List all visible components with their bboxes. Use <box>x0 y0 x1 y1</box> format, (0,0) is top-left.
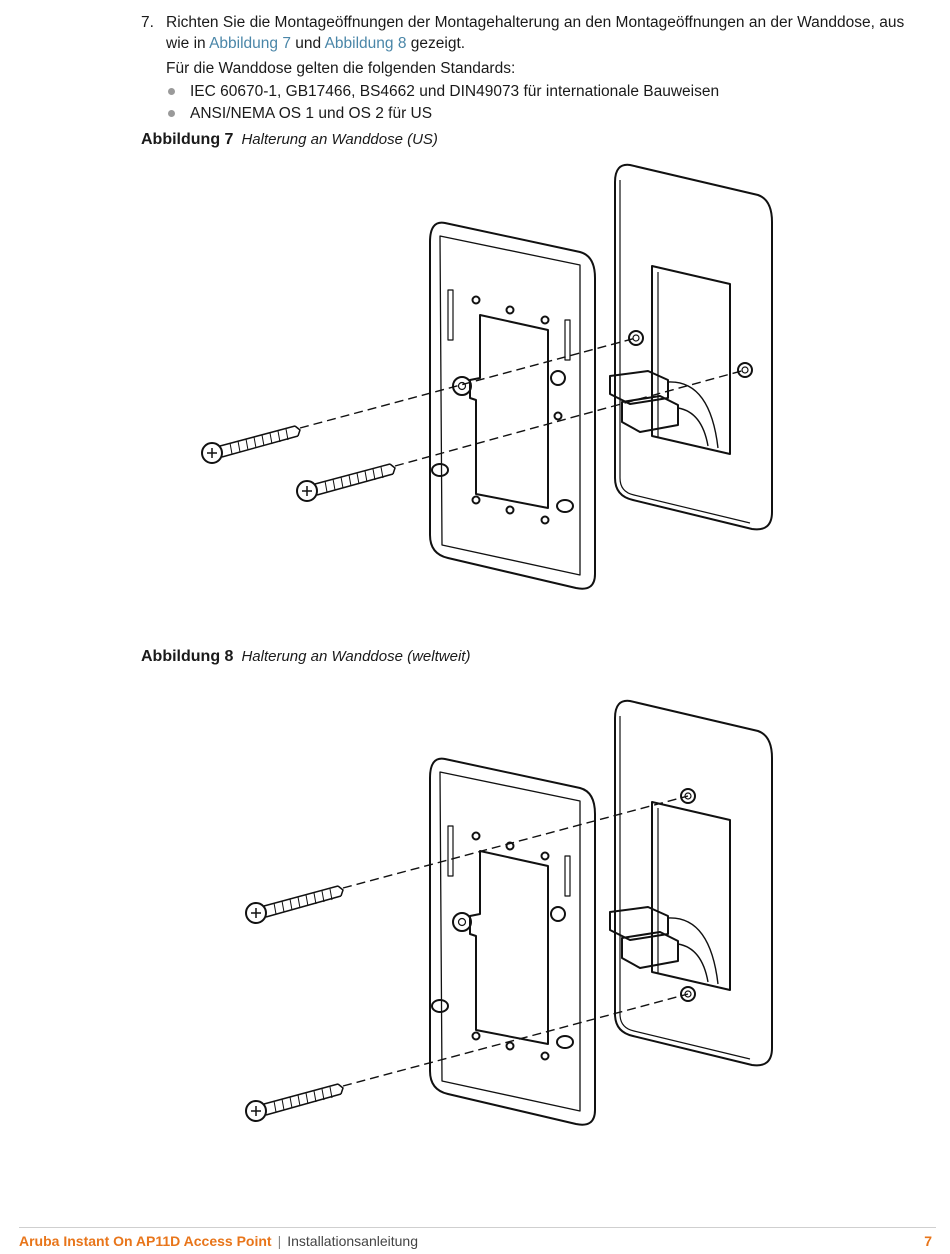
screw-lower <box>245 1083 344 1122</box>
wall-plate <box>614 699 773 1067</box>
screw-hole <box>680 788 696 804</box>
box-opening <box>651 265 731 455</box>
figure-title: Halterung an Wanddose (US) <box>241 131 438 148</box>
screw-right <box>296 463 396 502</box>
page-footer: Aruba Instant On AP11D Access Point | Inst… <box>19 1227 936 1249</box>
page-number: 7 <box>924 1233 932 1249</box>
screw-hole <box>628 330 644 346</box>
mounting-bracket <box>429 757 596 1126</box>
figure-label: Abbildung 7 <box>141 131 234 148</box>
figure-7-caption: Abbildung 7 Halterung an Wanddose (US) <box>141 131 438 149</box>
installation-step: 7. Richten Sie die Montageöffnungen der … <box>141 12 921 125</box>
bullet-icon <box>168 110 175 117</box>
mounting-bracket <box>429 221 596 590</box>
screw-hole <box>680 986 696 1002</box>
screw-upper <box>245 885 344 924</box>
standards-list: IEC 60670-1, GB17466, BS4662 und DIN4907… <box>166 81 921 124</box>
bracket-window <box>469 850 549 1045</box>
figure-7-link[interactable]: Abbildung 7 <box>209 35 291 52</box>
network-connector <box>609 370 669 405</box>
screw-hole <box>737 362 753 378</box>
footer-separator: | <box>277 1233 282 1249</box>
footer-product: Aruba Instant On AP11D Access Point <box>19 1233 272 1249</box>
step-number: 7. <box>141 14 154 31</box>
wall-plate <box>614 163 773 531</box>
step-text-end: gezeigt. <box>406 35 466 52</box>
figure-8-caption: Abbildung 8 Halterung an Wanddose (weltwe… <box>141 648 470 666</box>
step-text-mid: und <box>290 35 325 52</box>
list-item: ANSI/NEMA OS 1 und OS 2 für US <box>166 103 921 124</box>
wallbox-worldwide-illustration <box>245 699 773 1126</box>
figure-title: Halterung an Wanddose (weltweit) <box>241 648 471 665</box>
box-opening <box>651 801 731 991</box>
screw-left <box>201 425 301 464</box>
figure-8-link[interactable]: Abbildung 8 <box>324 35 407 52</box>
standard-international: IEC 60670-1, GB17466, BS4662 und DIN4907… <box>190 83 720 100</box>
standard-us: ANSI/NEMA OS 1 und OS 2 für US <box>190 105 433 122</box>
standards-intro: Für die Wanddose gelten die folgenden St… <box>166 60 516 77</box>
list-item: IEC 60670-1, GB17466, BS4662 und DIN4907… <box>166 81 921 102</box>
network-connector <box>609 906 669 941</box>
step-text-start: Richten Sie die Montageöffnungen der Mon… <box>166 14 905 52</box>
wallbox-us-illustration <box>201 163 773 590</box>
figure-label: Abbildung 8 <box>141 648 234 665</box>
bracket-window <box>469 314 549 509</box>
footer-doc-title: Installationsanleitung <box>287 1233 418 1249</box>
step-text: Richten Sie die Montageöffnungen der Mon… <box>166 12 921 54</box>
bullet-icon <box>168 88 175 95</box>
